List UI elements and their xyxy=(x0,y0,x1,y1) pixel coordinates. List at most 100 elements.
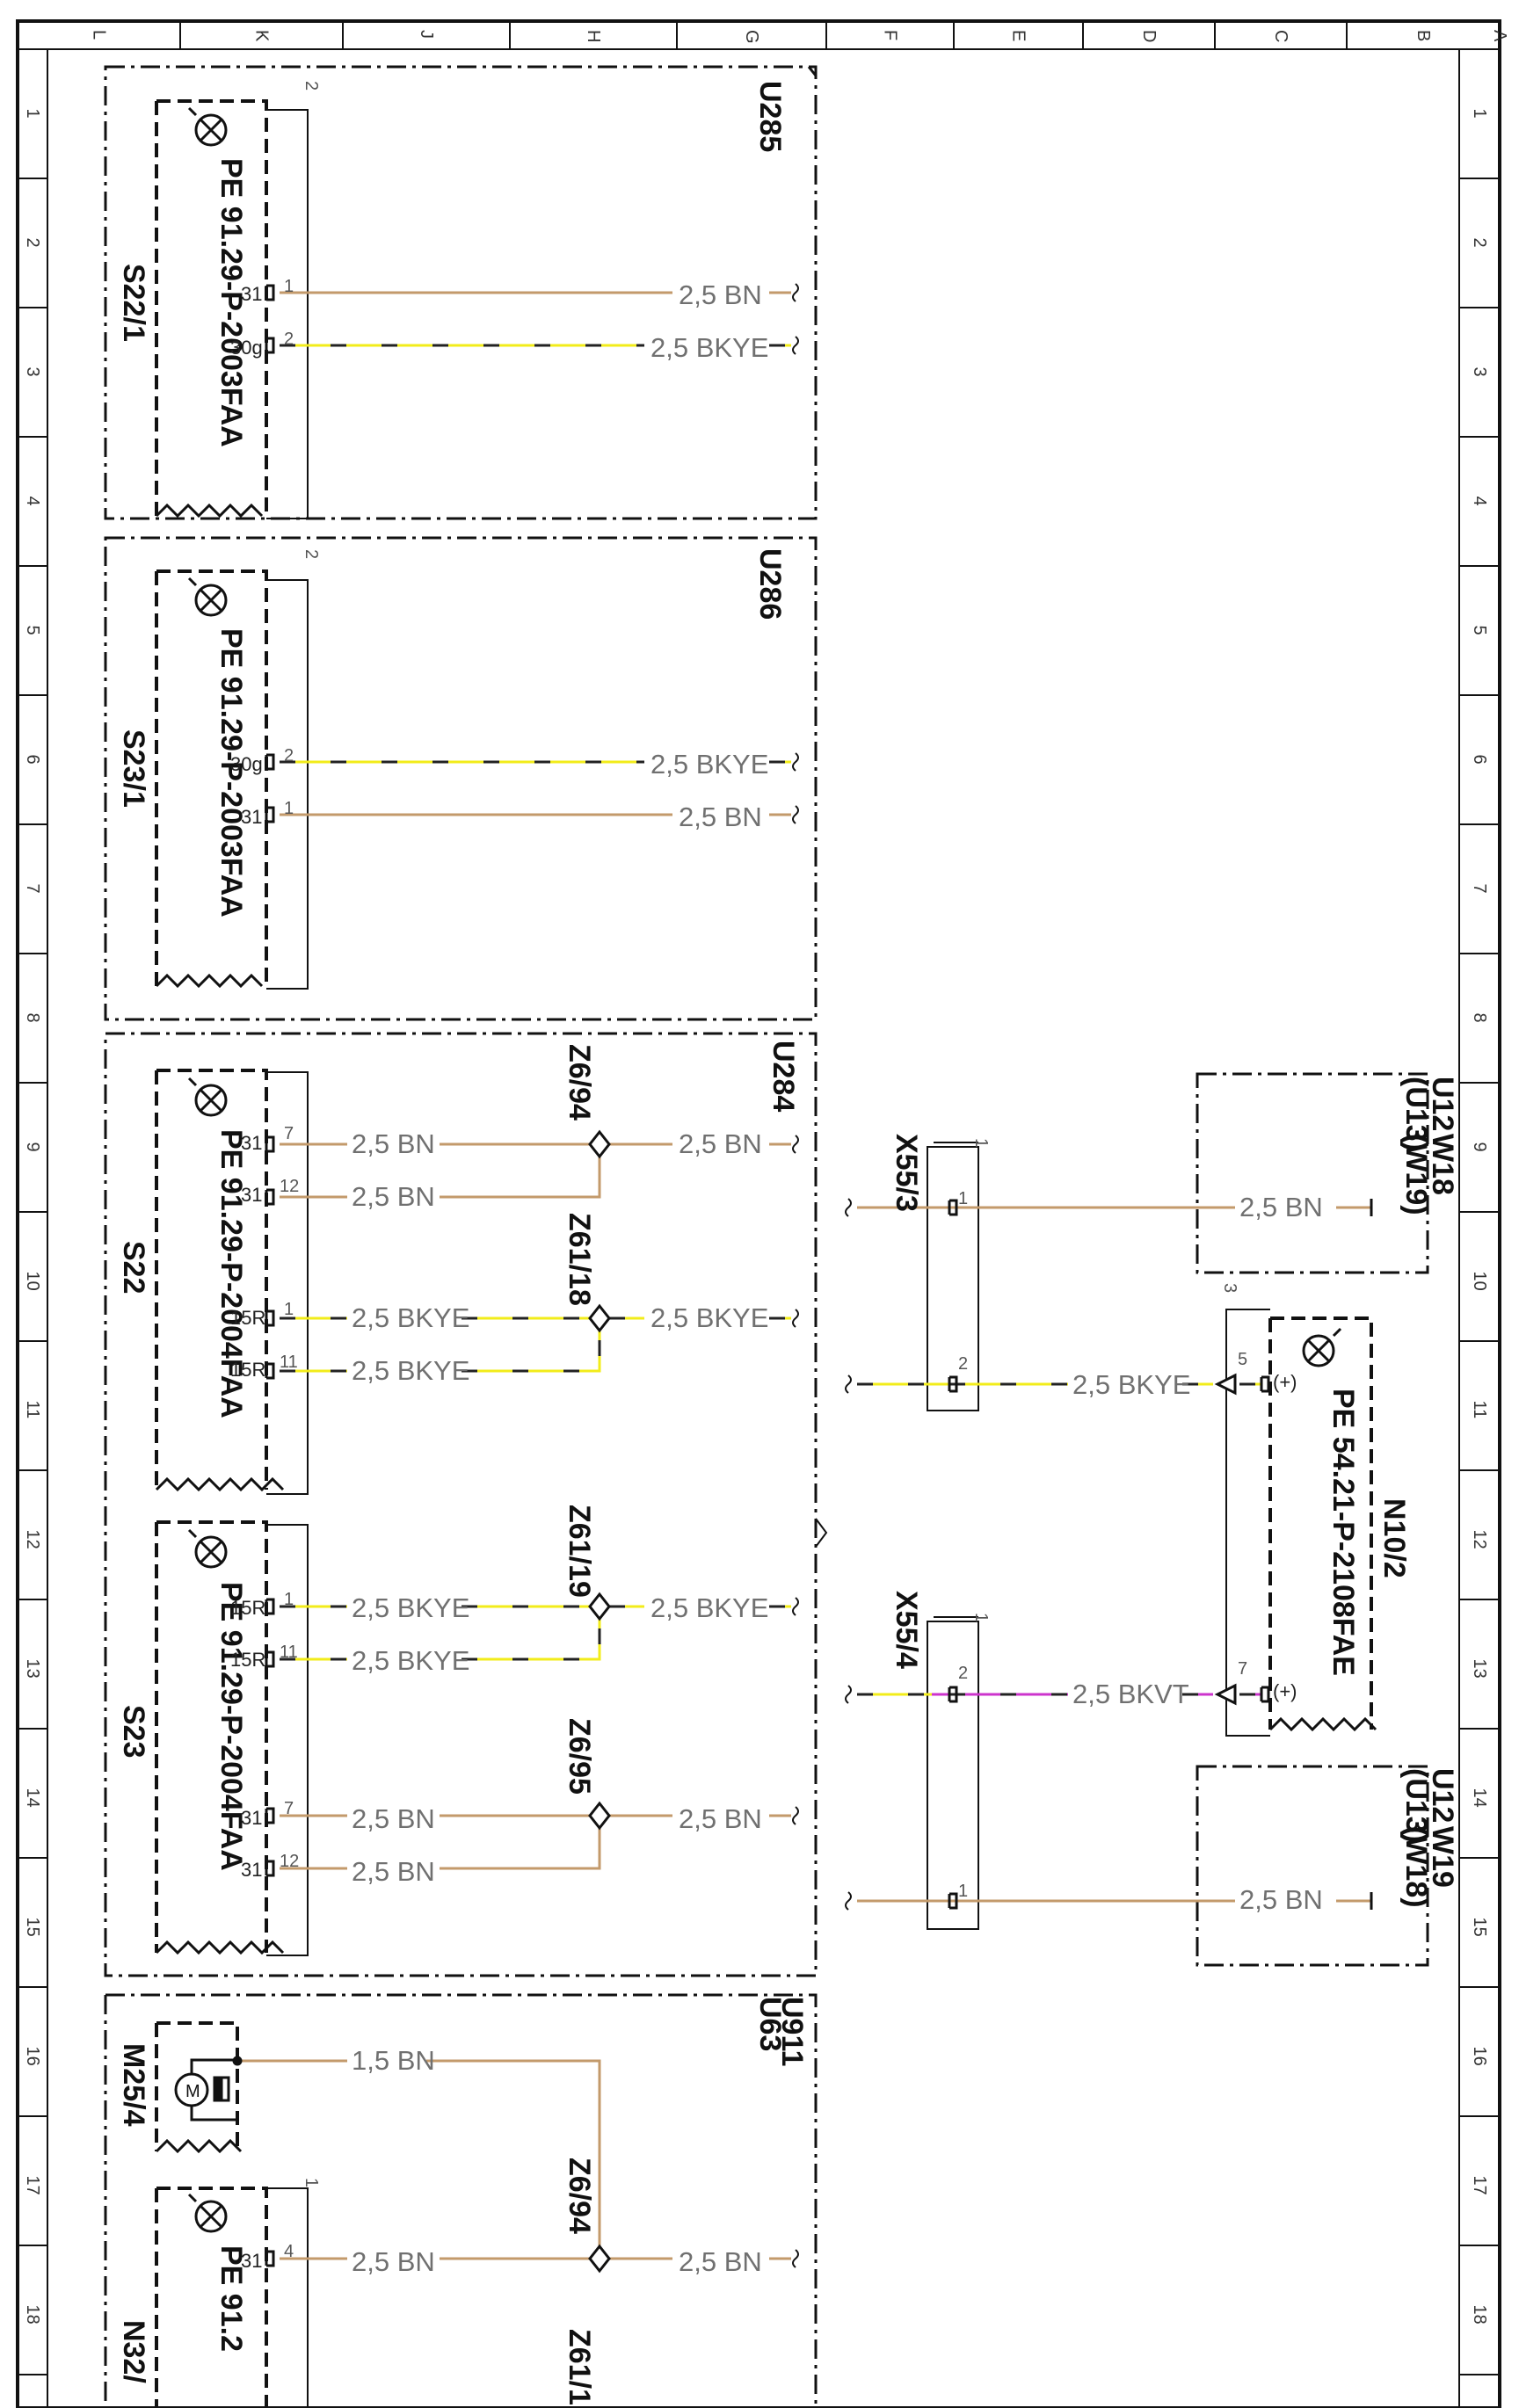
m25-4-name: M25/4 xyxy=(117,2043,150,2127)
grid-row-left-6: 6 xyxy=(23,755,42,765)
x55-3-name: X55/3 xyxy=(890,1134,923,1212)
s22-box xyxy=(155,1069,268,1490)
grid-row-left-12: 12 xyxy=(23,1530,42,1549)
grid-row-right-10: 10 xyxy=(1470,1272,1489,1291)
grid-row-left-3: 3 xyxy=(23,367,42,377)
grid-row-right-8: 8 xyxy=(1470,1013,1489,1023)
svg-text:11: 11 xyxy=(280,1353,298,1372)
svg-text:2: 2 xyxy=(302,81,321,91)
svg-text:15R: 15R xyxy=(230,1359,265,1381)
wire-s22-pin12 xyxy=(280,1157,601,1199)
module-u284-box xyxy=(104,1032,818,1977)
wire-continuation-mark xyxy=(792,1135,799,1154)
svg-text:31: 31 xyxy=(241,1184,262,1206)
wire-continuation-mark xyxy=(792,805,799,824)
svg-text:15R: 15R xyxy=(230,1597,265,1619)
grid-row-right-5: 5 xyxy=(1470,626,1489,635)
lamp-icon xyxy=(187,1528,228,1569)
n32-box xyxy=(155,2187,268,2408)
s23-pe: PE 91.29-P-2004FAA xyxy=(214,1582,248,1871)
grid-col-J: J xyxy=(417,30,436,39)
pin-labels: 31 30g 1 2 30g 31 2 1 31 31 15R 15R 7 12… xyxy=(230,277,1297,2272)
svg-text:2: 2 xyxy=(958,1354,968,1374)
grid-row-right-12: 12 xyxy=(1470,1530,1489,1549)
svg-text:11: 11 xyxy=(280,1643,298,1662)
splice-z61-19 xyxy=(588,1592,611,1621)
component-labels: S22/1 PE 91.29-P-2003FAA S23/1 PE 91.29-… xyxy=(117,158,1459,2383)
pin-terminal xyxy=(948,1686,958,1703)
svg-text:5: 5 xyxy=(1238,1350,1247,1369)
svg-text:2,5 BKYE: 2,5 BKYE xyxy=(352,1355,469,1386)
svg-text:M: M xyxy=(185,2082,200,2101)
svg-text:1: 1 xyxy=(971,1613,991,1622)
svg-text:15R: 15R xyxy=(230,1649,265,1671)
grid-row-left-16: 16 xyxy=(23,2047,42,2066)
svg-text:2,5 BN: 2,5 BN xyxy=(679,1128,762,1159)
splice-z6-95 xyxy=(588,1801,611,1831)
component-wave-edges xyxy=(155,503,1377,2154)
svg-text:2,5 BKYE: 2,5 BKYE xyxy=(1072,1369,1190,1400)
grid-row-left-4: 4 xyxy=(23,497,42,506)
splice-z6-94b xyxy=(588,2244,611,2274)
module-u911-box xyxy=(104,1993,818,2408)
pin-terminal xyxy=(265,1807,275,1824)
wire-s23-pin11-stripe xyxy=(280,1619,601,1661)
wire-continuation-mark xyxy=(792,1597,799,1616)
grid-row-right-18: 18 xyxy=(1470,2305,1489,2325)
wire-labels: 2,5 BN 2,5 BKYE 2,5 BKYE 2,5 BN 2,5 BN 2… xyxy=(352,279,1323,2277)
wire-continuation-mark xyxy=(792,2249,799,2268)
pin-terminal xyxy=(265,1598,275,1615)
svg-text:2,5 BN: 2,5 BN xyxy=(679,1803,762,1834)
wire-continuation-mark xyxy=(792,283,799,302)
svg-text:2: 2 xyxy=(284,746,294,765)
u12a-ref: W18 xyxy=(1426,1134,1459,1195)
grid-row-right-9: 9 xyxy=(1470,1142,1489,1152)
grid-col-G: G xyxy=(742,30,761,44)
grid-row-left-10: 10 xyxy=(23,1272,42,1291)
grid-row-right-17: 17 xyxy=(1470,2176,1489,2195)
svg-text:2: 2 xyxy=(958,1664,968,1683)
grid-row-right-7: 7 xyxy=(1470,884,1489,894)
svg-text:31: 31 xyxy=(241,283,262,305)
n10-2-pe: PE 54.21-P-2108FAE xyxy=(1326,1389,1360,1676)
wire-continuation-mark xyxy=(792,1806,799,1825)
svg-text:2,5 BN: 2,5 BN xyxy=(1239,1884,1323,1915)
wire-s22-pin11-stripe xyxy=(280,1331,601,1373)
pin-terminal xyxy=(265,806,275,823)
svg-text:1: 1 xyxy=(284,1590,294,1609)
connector-numbers: 2 2 1 3 1 1 xyxy=(302,81,1239,2187)
splice-label-z6-94: Z6/94 xyxy=(563,1044,596,1121)
svg-text:12: 12 xyxy=(280,1852,299,1871)
motor-icon: M xyxy=(174,2058,237,2122)
svg-text:2,5 BKVT: 2,5 BKVT xyxy=(1072,1679,1189,1709)
pin-terminal xyxy=(265,337,275,354)
n10-2-name: N10/2 xyxy=(1377,1498,1411,1578)
grid-row-right-15: 15 xyxy=(1470,1918,1489,1937)
grid-row-left-11: 11 xyxy=(23,1401,42,1419)
grid-col-L: L xyxy=(90,30,109,40)
n10-2-box xyxy=(1268,1316,1373,1730)
n32-pe: PE 91.2 xyxy=(214,2245,248,2352)
grid-row-left-13: 13 xyxy=(23,1659,42,1679)
wires xyxy=(237,283,1371,2268)
svg-text:1: 1 xyxy=(284,1300,294,1319)
svg-text:2,5 BKYE: 2,5 BKYE xyxy=(352,1302,469,1333)
module-u12-box-top xyxy=(1196,1072,1429,1274)
svg-text:31: 31 xyxy=(241,1132,262,1154)
grid-col-H: H xyxy=(584,30,603,42)
x55-4-name: X55/4 xyxy=(890,1591,923,1669)
wire-continuation-mark xyxy=(792,1309,799,1328)
pin-terminal xyxy=(948,1375,958,1393)
svg-text:2,5 BN: 2,5 BN xyxy=(352,1181,435,1212)
lamp-icon xyxy=(1302,1327,1342,1367)
svg-text:31: 31 xyxy=(241,806,262,828)
pin-terminal xyxy=(265,1188,275,1206)
grid-col-E: E xyxy=(1009,30,1028,41)
m25-4-box xyxy=(155,2021,239,2151)
module-boxes-corners xyxy=(807,66,828,1548)
svg-text:31: 31 xyxy=(241,1807,262,1829)
grid-row-left-8: 8 xyxy=(23,1013,42,1023)
svg-text:3: 3 xyxy=(1220,1283,1239,1293)
pin-terminal xyxy=(265,1309,275,1327)
